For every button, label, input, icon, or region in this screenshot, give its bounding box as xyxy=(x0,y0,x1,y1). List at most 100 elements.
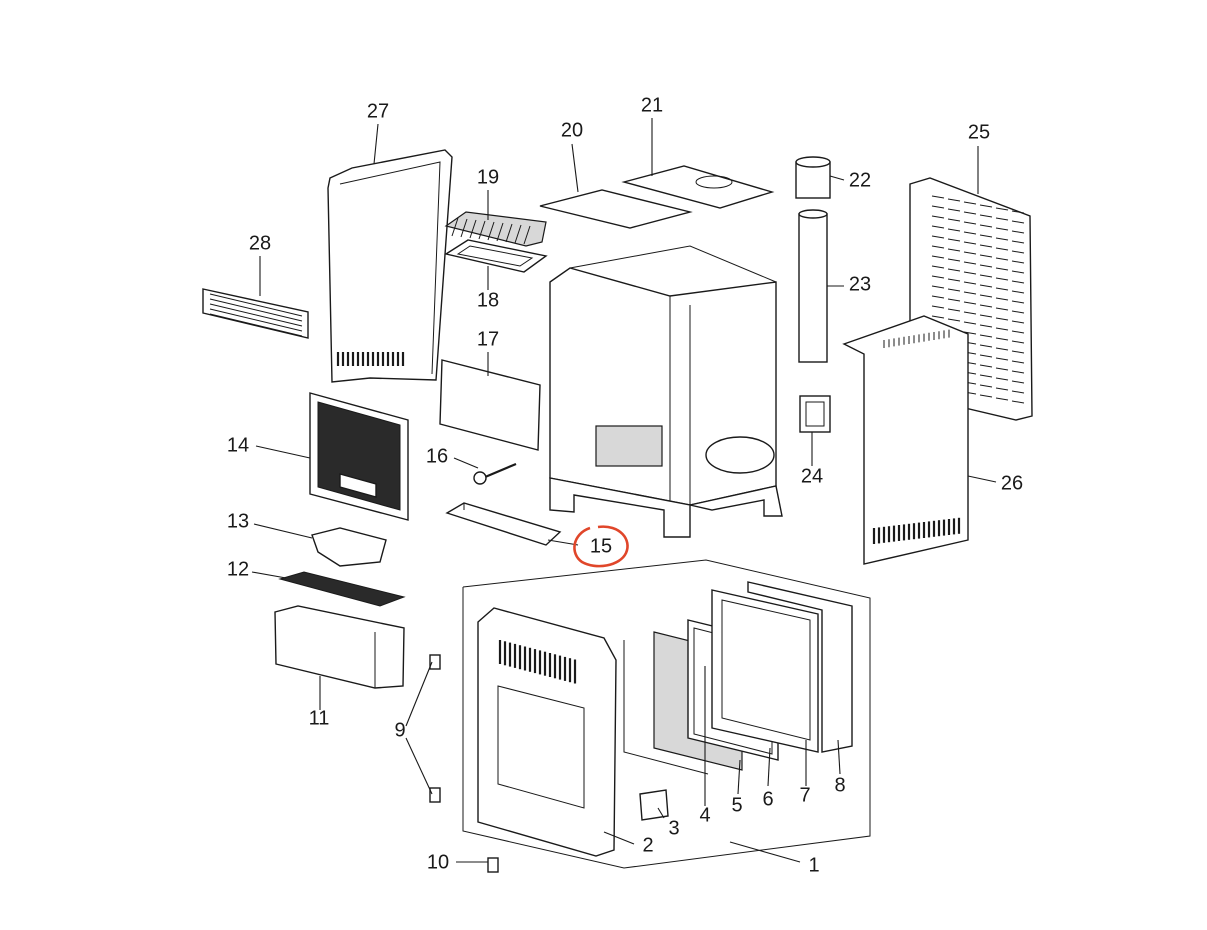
vent-slot xyxy=(979,374,993,378)
vent-slot xyxy=(1011,300,1025,304)
vent-slot xyxy=(963,211,977,215)
vent-slot xyxy=(947,288,961,292)
vent-slot xyxy=(995,227,1009,231)
label-part-17: 17 xyxy=(477,328,499,350)
vent-slot xyxy=(505,223,513,243)
vent-slot xyxy=(963,291,977,295)
vent-slot xyxy=(995,337,1009,341)
vent-slot xyxy=(979,384,993,388)
vent-slot xyxy=(995,307,1009,311)
vent-slot xyxy=(1011,240,1025,244)
vent-slot xyxy=(947,238,961,242)
vent-slot xyxy=(1011,220,1025,224)
vent-slot xyxy=(209,308,303,332)
part-labels: 1 2 3 4 5 6 7 8 9 10 11 12 13 14 15 16 1… xyxy=(227,94,1023,876)
label-part-21: 21 xyxy=(641,94,663,116)
vent-slot xyxy=(1011,400,1025,404)
vent-slot xyxy=(1011,210,1025,214)
vent-slot xyxy=(979,324,993,328)
part-26-right-side-panel xyxy=(842,315,969,565)
vent-slot xyxy=(478,220,486,240)
vent-slot xyxy=(979,394,993,398)
vent-slot xyxy=(947,198,961,202)
vent-slot xyxy=(995,327,1009,331)
label-part-25: 25 xyxy=(968,121,990,143)
label-part-22: 22 xyxy=(849,169,871,191)
label-part-20: 20 xyxy=(561,119,583,141)
vent-slot xyxy=(1011,370,1025,374)
vent-slot xyxy=(947,258,961,262)
vent-slot xyxy=(963,251,977,255)
vent-slot xyxy=(931,235,945,239)
part-2-door xyxy=(477,607,617,857)
vent-slot xyxy=(1011,340,1025,344)
vent-slot xyxy=(995,347,1009,351)
label-part-2: 2 xyxy=(642,834,653,856)
vent-slot xyxy=(931,225,945,229)
vent-slot xyxy=(1011,320,1025,324)
vent-slot xyxy=(979,284,993,288)
label-part-1: 1 xyxy=(808,854,819,876)
vent-slot xyxy=(1011,260,1025,264)
label-part-18: 18 xyxy=(477,289,499,311)
vent-slot xyxy=(963,221,977,225)
part-7-glass-frame xyxy=(711,589,819,753)
vent-slot xyxy=(460,218,468,238)
vent-slot xyxy=(963,281,977,285)
vent-slot xyxy=(523,225,531,245)
vent-slot xyxy=(947,318,961,322)
vent-slot xyxy=(931,295,945,299)
vent-slot xyxy=(979,254,993,258)
part-24-bracket xyxy=(799,395,831,433)
vent-slot xyxy=(995,387,1009,391)
vent-slot xyxy=(979,334,993,338)
part-27-left-side-panel xyxy=(327,149,453,383)
vent-slot xyxy=(963,301,977,305)
part-3-latch xyxy=(639,789,669,821)
vent-slot xyxy=(514,224,522,244)
vent-slot xyxy=(995,357,1009,361)
vent-slot xyxy=(947,298,961,302)
vent-slot xyxy=(963,311,977,315)
vent-slot xyxy=(963,331,977,335)
vent-slot xyxy=(1011,250,1025,254)
vent-slot xyxy=(931,215,945,219)
vent-slot xyxy=(1011,390,1025,394)
vent-slot xyxy=(979,314,993,318)
vent-slot xyxy=(1011,290,1025,294)
vent-slot xyxy=(209,303,303,327)
vent-slot xyxy=(995,317,1009,321)
part-28-grille xyxy=(202,288,309,339)
vent-slot xyxy=(931,285,945,289)
vent-slot xyxy=(1011,360,1025,364)
vent-slot xyxy=(979,204,993,208)
part-14-front-grate xyxy=(309,392,409,521)
leader-lines xyxy=(251,118,997,863)
label-part-15: 15 xyxy=(590,535,612,557)
part-10-fitting xyxy=(487,857,499,873)
part-18-gasket-frame xyxy=(444,239,548,273)
vent-slot xyxy=(209,293,303,317)
vent-slot xyxy=(931,255,945,259)
vent-slot xyxy=(995,277,1009,281)
vent-slot xyxy=(947,248,961,252)
vent-slot xyxy=(1011,330,1025,334)
part-23-flue-pipe xyxy=(798,209,828,363)
vent-slot xyxy=(995,397,1009,401)
highlight-circle-part-15 xyxy=(573,525,629,568)
vent-slot xyxy=(931,205,945,209)
part-20-top-plate xyxy=(539,189,693,229)
part-11-drawer xyxy=(274,605,405,689)
part-12-mesh xyxy=(278,571,406,607)
label-part-16: 16 xyxy=(426,445,448,467)
label-part-10: 10 xyxy=(427,851,449,873)
vent-slot xyxy=(979,224,993,228)
part-8-outer-gasket xyxy=(747,581,853,753)
vent-slot xyxy=(931,195,945,199)
vent-slot xyxy=(963,321,977,325)
part-13-ash-tray xyxy=(311,527,387,567)
vent-slot xyxy=(979,354,993,358)
vent-slot xyxy=(963,201,977,205)
vent-slot xyxy=(979,364,993,368)
vent-slot xyxy=(979,274,993,278)
